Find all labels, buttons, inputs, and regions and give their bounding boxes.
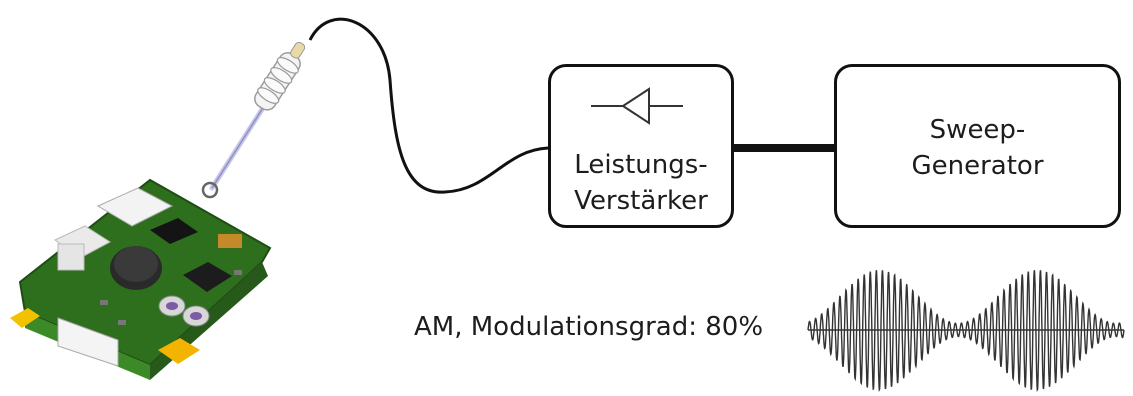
amplifier-label: Leistungs- Verstärker <box>551 147 731 219</box>
sweep-generator-box: Sweep- Generator <box>834 64 1121 228</box>
amplifier-label-line2: Verstärker <box>574 186 708 216</box>
generator-label: Sweep- Generator <box>837 112 1118 184</box>
pcb-board-illustration <box>10 178 272 380</box>
modulation-label: AM, Modulationsgrad: 80% <box>414 312 764 342</box>
amplifier-triangle-icon <box>591 87 683 125</box>
probe-cable <box>308 17 549 194</box>
am-waveform <box>807 270 1125 393</box>
power-amplifier-box: Leistungs- Verstärker <box>548 64 734 228</box>
amplifier-label-line1: Leistungs- <box>574 150 708 180</box>
field-probe-illustration <box>201 41 306 199</box>
generator-label-line2: Generator <box>911 151 1044 181</box>
generator-label-line1: Sweep- <box>929 115 1026 145</box>
